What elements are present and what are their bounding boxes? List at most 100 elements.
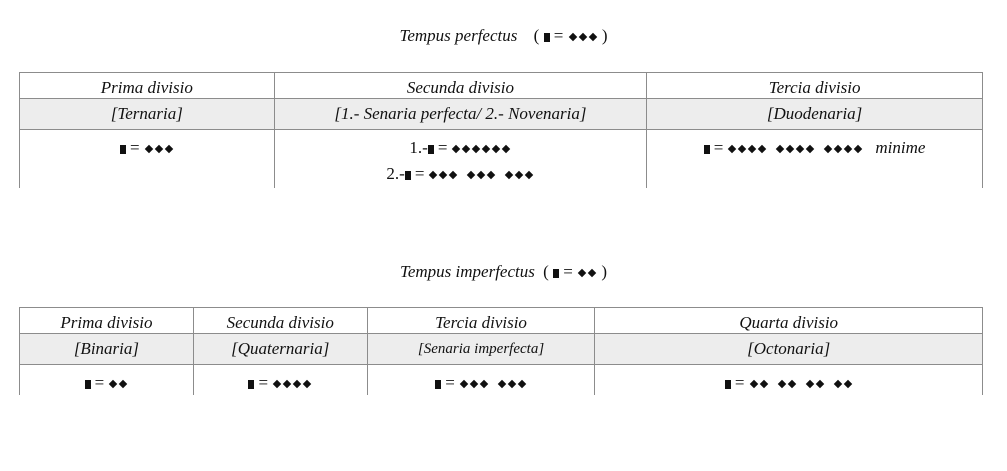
equation-equals: = xyxy=(414,164,425,183)
formula-equals: = xyxy=(563,262,573,281)
note-group xyxy=(497,373,527,393)
semibreve-note-icon xyxy=(776,144,785,154)
note-group xyxy=(777,373,797,393)
semibreve-note-icon xyxy=(292,379,302,389)
imperfectus-division-prima: [Binaria] xyxy=(19,333,194,365)
imperfectus-table: Prima divisio Secunda divisio Tercia div… xyxy=(19,307,983,395)
formula-notes xyxy=(568,26,598,45)
formula-close-paren: ) xyxy=(601,26,608,45)
note-equation: = xyxy=(20,138,274,158)
note-group xyxy=(108,373,128,393)
equation-equals: = xyxy=(734,373,745,392)
semibreve-note-icon xyxy=(525,170,534,180)
semibreve-note-icon xyxy=(749,379,758,389)
breve-note-icon xyxy=(703,145,710,154)
breve-note-icon xyxy=(248,380,255,389)
imperfectus-title: Tempus imperfectus ( = ) xyxy=(0,262,1007,282)
breve-note-icon xyxy=(724,380,731,389)
semibreve-note-icon xyxy=(477,170,486,180)
semibreve-note-icon xyxy=(796,144,805,154)
semibreve-note-icon xyxy=(758,144,767,154)
imperfectus-formula: ( = ) xyxy=(543,262,607,281)
semibreve-note-icon xyxy=(738,144,747,154)
formula-notes xyxy=(577,262,597,281)
breve-note-icon xyxy=(553,269,560,278)
perfectus-division-secunda: [1.- Senaria perfecta/ 2.- Novenaria] xyxy=(273,98,647,130)
semibreve-note-icon xyxy=(517,379,527,389)
breve-note-icon xyxy=(543,33,550,42)
semibreve-note-icon xyxy=(469,379,479,389)
perfectus-title-text: Tempus perfectus xyxy=(399,26,518,45)
semibreve-note-icon xyxy=(467,170,476,180)
semibreve-note-icon xyxy=(854,144,863,154)
imperfectus-division-secunda: [Quaternaria] xyxy=(192,333,368,365)
semibreve-note-icon xyxy=(154,144,163,154)
semibreve-note-icon xyxy=(759,379,768,389)
semibreve-note-icon xyxy=(144,144,153,154)
note-equation: 1.-= xyxy=(275,138,647,158)
breve-note-icon xyxy=(427,145,434,154)
imperfectus-division-tercia: [Senaria imperfecta] xyxy=(366,333,595,365)
breve-note-icon xyxy=(404,171,411,180)
note-group xyxy=(823,138,863,158)
imperfectus-title-text: Tempus imperfectus xyxy=(399,262,535,281)
imperfectus-division-quarta: [Octonaria] xyxy=(594,333,983,365)
note-equation: = xyxy=(595,373,982,393)
note-group xyxy=(727,138,767,158)
semibreve-note-icon xyxy=(588,32,597,42)
semibreve-note-icon xyxy=(844,144,853,154)
imperfectus-cell-secunda: = xyxy=(192,364,368,395)
perfectus-heading-secunda: Secunda divisio xyxy=(273,72,647,99)
imperfectus-heading-tercia: Tercia divisio xyxy=(366,307,595,334)
semibreve-note-icon xyxy=(429,170,438,180)
semibreve-note-icon xyxy=(843,379,852,389)
breve-note-icon xyxy=(435,380,442,389)
semibreve-note-icon xyxy=(786,144,795,154)
note-equation: =minime xyxy=(647,138,982,158)
perfectus-cell-secunda: 1.-= 2.-= xyxy=(273,129,647,188)
semibreve-note-icon xyxy=(472,144,481,154)
semibreve-note-icon xyxy=(787,379,796,389)
semibreve-note-icon xyxy=(578,32,587,42)
note-group xyxy=(272,373,312,393)
equation-equals: = xyxy=(445,373,455,392)
equation-suffix: minime xyxy=(875,138,926,157)
semibreve-note-icon xyxy=(507,379,517,389)
perfectus-formula: ( = ) xyxy=(534,26,608,45)
equation-equals: = xyxy=(130,138,140,157)
perfectus-cell-prima: = xyxy=(19,129,275,188)
formula-open-paren: ( xyxy=(543,262,549,281)
imperfectus-heading-quarta: Quarta divisio xyxy=(594,307,983,334)
note-equation: 2.-= xyxy=(275,164,647,184)
semibreve-note-icon xyxy=(459,379,469,389)
semibreve-note-icon xyxy=(568,32,577,42)
semibreve-note-icon xyxy=(833,379,842,389)
perfectus-heading-tercia: Tercia divisio xyxy=(646,72,983,99)
semibreve-note-icon xyxy=(452,144,461,154)
note-group xyxy=(459,373,489,393)
semibreve-note-icon xyxy=(479,379,489,389)
semibreve-note-icon xyxy=(587,268,597,278)
perfectus-cell-tercia: =minime xyxy=(646,129,983,188)
note-equation: = xyxy=(194,373,367,393)
semibreve-note-icon xyxy=(462,144,471,154)
imperfectus-heading-prima: Prima divisio xyxy=(19,307,194,334)
note-group xyxy=(451,138,511,158)
breve-note-icon xyxy=(84,380,91,389)
semibreve-note-icon xyxy=(487,170,496,180)
semibreve-note-icon xyxy=(482,144,491,154)
formula-open-paren: ( xyxy=(533,26,540,45)
perfectus-heading-prima: Prima divisio xyxy=(19,72,275,99)
note-group xyxy=(504,164,534,184)
semibreve-note-icon xyxy=(748,144,757,154)
formula-equals: = xyxy=(553,26,564,45)
note-group xyxy=(428,164,458,184)
breve-note-icon xyxy=(120,145,127,154)
note-group xyxy=(144,138,174,158)
semibreve-note-icon xyxy=(164,144,173,154)
semibreve-note-icon xyxy=(118,379,128,389)
semibreve-note-icon xyxy=(824,144,833,154)
equation-equals: = xyxy=(258,373,269,392)
note-group xyxy=(833,373,853,393)
semibreve-note-icon xyxy=(805,379,814,389)
